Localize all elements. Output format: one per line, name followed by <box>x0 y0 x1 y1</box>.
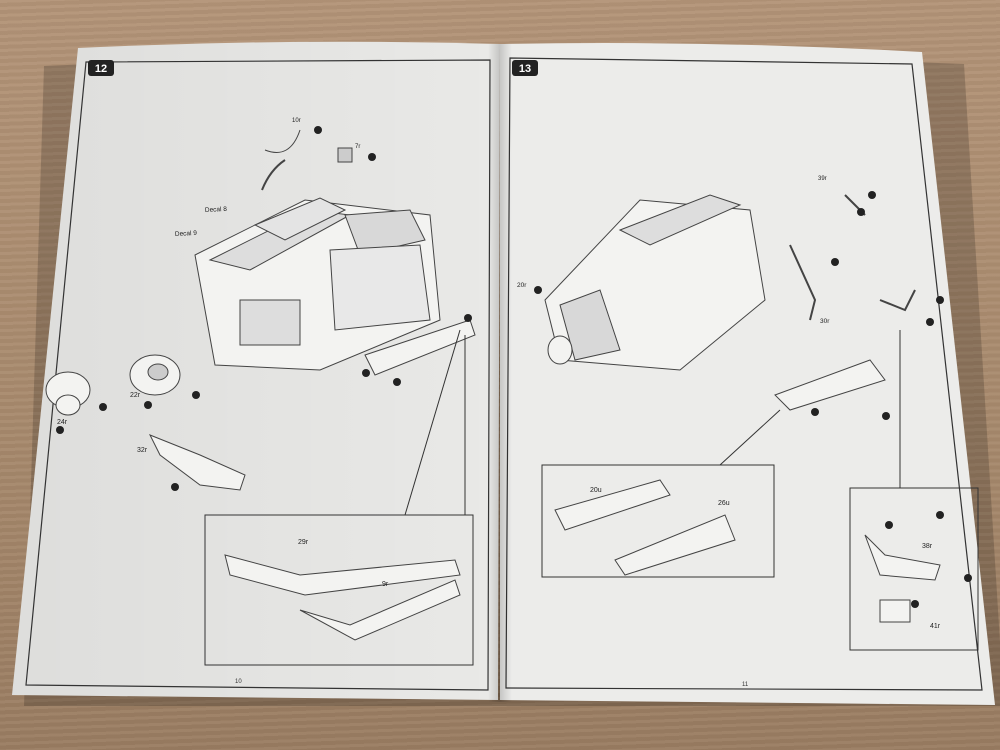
part-41r-label: 41r <box>930 623 941 630</box>
part-38r-label: 38r <box>922 543 933 550</box>
part-26u-label: 26u <box>718 500 730 507</box>
page-number-right: 11 <box>742 682 749 688</box>
step-12-badge: 12 <box>88 60 114 76</box>
right-parts <box>554 359 941 623</box>
decal-8-label: Decal 8 <box>205 206 228 214</box>
left-page <box>12 41 500 700</box>
left-engine-drawing <box>194 129 441 371</box>
part-22r-label: 22r <box>130 392 141 399</box>
sprue-markers <box>56 126 972 608</box>
decal-9-label: Decal 9 <box>175 230 198 238</box>
part-7r-label: 7r <box>355 144 360 150</box>
part-10r-label: 10r <box>292 118 301 124</box>
left-detail-box <box>204 514 474 666</box>
part-32r-label: 32r <box>137 447 148 454</box>
step-13-label: 13 <box>519 63 531 75</box>
part-30r-label: 30r <box>820 318 830 325</box>
page-number-left: 10 <box>235 679 242 685</box>
part-20r-label: 20r <box>517 282 527 289</box>
right-detail-box-hoses <box>541 464 775 578</box>
part-24r-label: 24r <box>57 419 68 426</box>
left-parts <box>45 319 476 641</box>
part-20u-label: 20u <box>590 487 602 494</box>
right-detail-box-pipe <box>849 487 979 651</box>
right-engine-drawing <box>544 194 916 371</box>
step-12-label: 12 <box>95 63 107 75</box>
right-page <box>500 43 995 705</box>
step-13-badge: 13 <box>512 60 538 76</box>
part-39r-label: 39r <box>818 176 827 182</box>
part-9r-label: 9r <box>382 581 389 588</box>
part-29r-label: 29r <box>298 539 309 546</box>
